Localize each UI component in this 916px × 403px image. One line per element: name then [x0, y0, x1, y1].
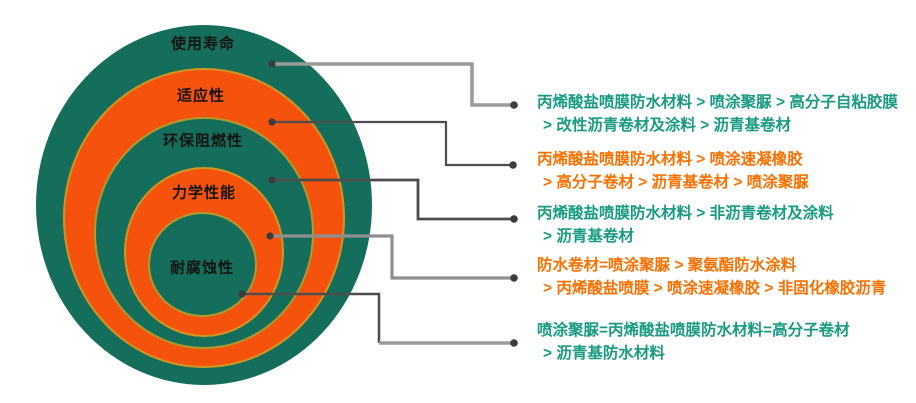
connector-end-dot-3 [510, 215, 518, 223]
ring-label-flame-retardancy: 环保阻燃性 [162, 132, 244, 150]
ring-corrosion-resistance [148, 212, 257, 317]
annotation-line: 丙烯酸盐喷膜防水材料 > 喷涂聚脲 > 高分子自粘胶膜 [537, 94, 898, 111]
annotation-line: 防水卷材=喷涂聚脲 > 聚氨酯防水涂料 [537, 257, 797, 274]
connector-end-dot-2 [509, 161, 517, 169]
annotation-mechanical-properties: 防水卷材=喷涂聚脲 > 聚氨酯防水涂料 > 丙烯酸盐喷膜 > 喷涂速凝橡胶 > … [537, 254, 909, 300]
ring-label-service-life: 使用寿命 [170, 35, 236, 53]
annotation-flame-retardancy: 丙烯酸盐喷膜防水材料 > 非沥青卷材及涂料 > 沥青基卷材 [537, 202, 909, 248]
connector-end-dot-1 [510, 101, 518, 109]
annotation-line: 丙烯酸盐喷膜防水材料 > 喷涂速凝橡胶 [537, 151, 803, 168]
annotation-adaptability: 丙烯酸盐喷膜防水材料 > 喷涂速凝橡胶 > 高分子卷材 > 沥青基卷材 > 喷涂… [537, 148, 909, 194]
ring-label-mechanical-properties: 力学性能 [171, 184, 237, 202]
annotation-line: > 沥青基卷材 [543, 228, 634, 245]
annotation-line: > 改性沥青卷材及涂料 > 沥青基卷材 [543, 117, 792, 134]
annotation-line: 丙烯酸盐喷膜防水材料 > 非沥青卷材及涂料 [537, 205, 834, 222]
connector-end-dot-4 [510, 274, 518, 282]
annotation-line: > 沥青基防水材料 [543, 345, 665, 362]
annotation-line: 喷涂聚脲=丙烯酸盐喷膜防水材料=高分子卷材 [537, 322, 850, 339]
annotation-service-life: 丙烯酸盐喷膜防水材料 > 喷涂聚脲 > 高分子自粘胶膜 > 改性沥青卷材及涂料 … [537, 91, 909, 137]
annotation-line: > 高分子卷材 > 沥青基卷材 > 喷涂聚脲 [543, 174, 809, 191]
annotation-corrosion-resistance: 喷涂聚脲=丙烯酸盐喷膜防水材料=高分子卷材 > 沥青基防水材料 [537, 319, 909, 365]
annotation-line: > 丙烯酸盐喷膜 > 喷涂速凝橡胶 > 非固化橡胶沥青 [543, 280, 887, 297]
ring-label-adaptability: 适应性 [176, 87, 226, 105]
connector-end-dot-5 [510, 339, 518, 347]
ring-label-corrosion-resistance: 耐腐蚀性 [169, 259, 235, 277]
